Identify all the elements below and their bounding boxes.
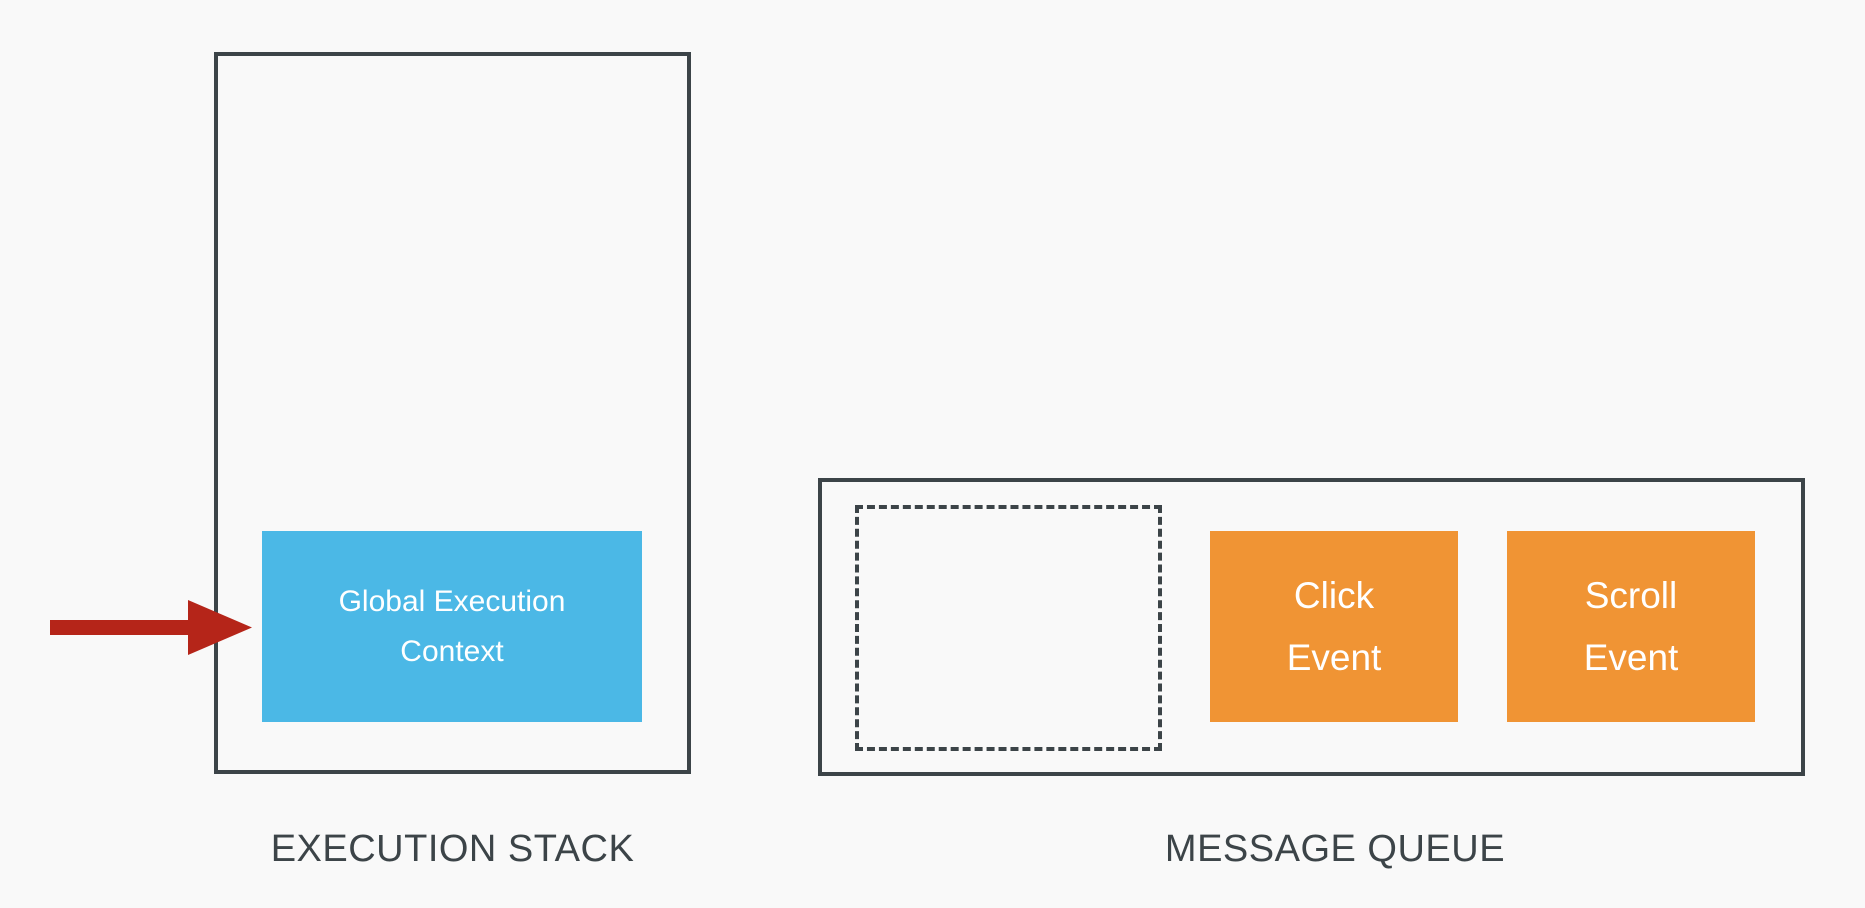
global-execution-context-line2: Context [400,634,504,668]
empty-queue-slot [855,505,1162,751]
execution-stack-box [214,52,691,774]
global-execution-context-box: Global Execution Context [262,531,642,722]
click-event-line1: Click [1293,574,1375,616]
pointer-arrow-icon [50,600,252,655]
scroll-event-box: Scroll Event [1507,531,1755,722]
global-execution-context-line1: Global Execution [338,584,566,618]
scroll-event-line2: Event [1583,636,1679,678]
execution-stack-label: EXECUTION STACK [270,828,635,870]
click-event-line2: Event [1286,636,1382,678]
message-queue-label: MESSAGE QUEUE [1164,828,1506,870]
message-queue-box [818,478,1805,776]
click-event-box: Click Event [1210,531,1458,722]
scroll-event-line1: Scroll [1584,574,1678,616]
